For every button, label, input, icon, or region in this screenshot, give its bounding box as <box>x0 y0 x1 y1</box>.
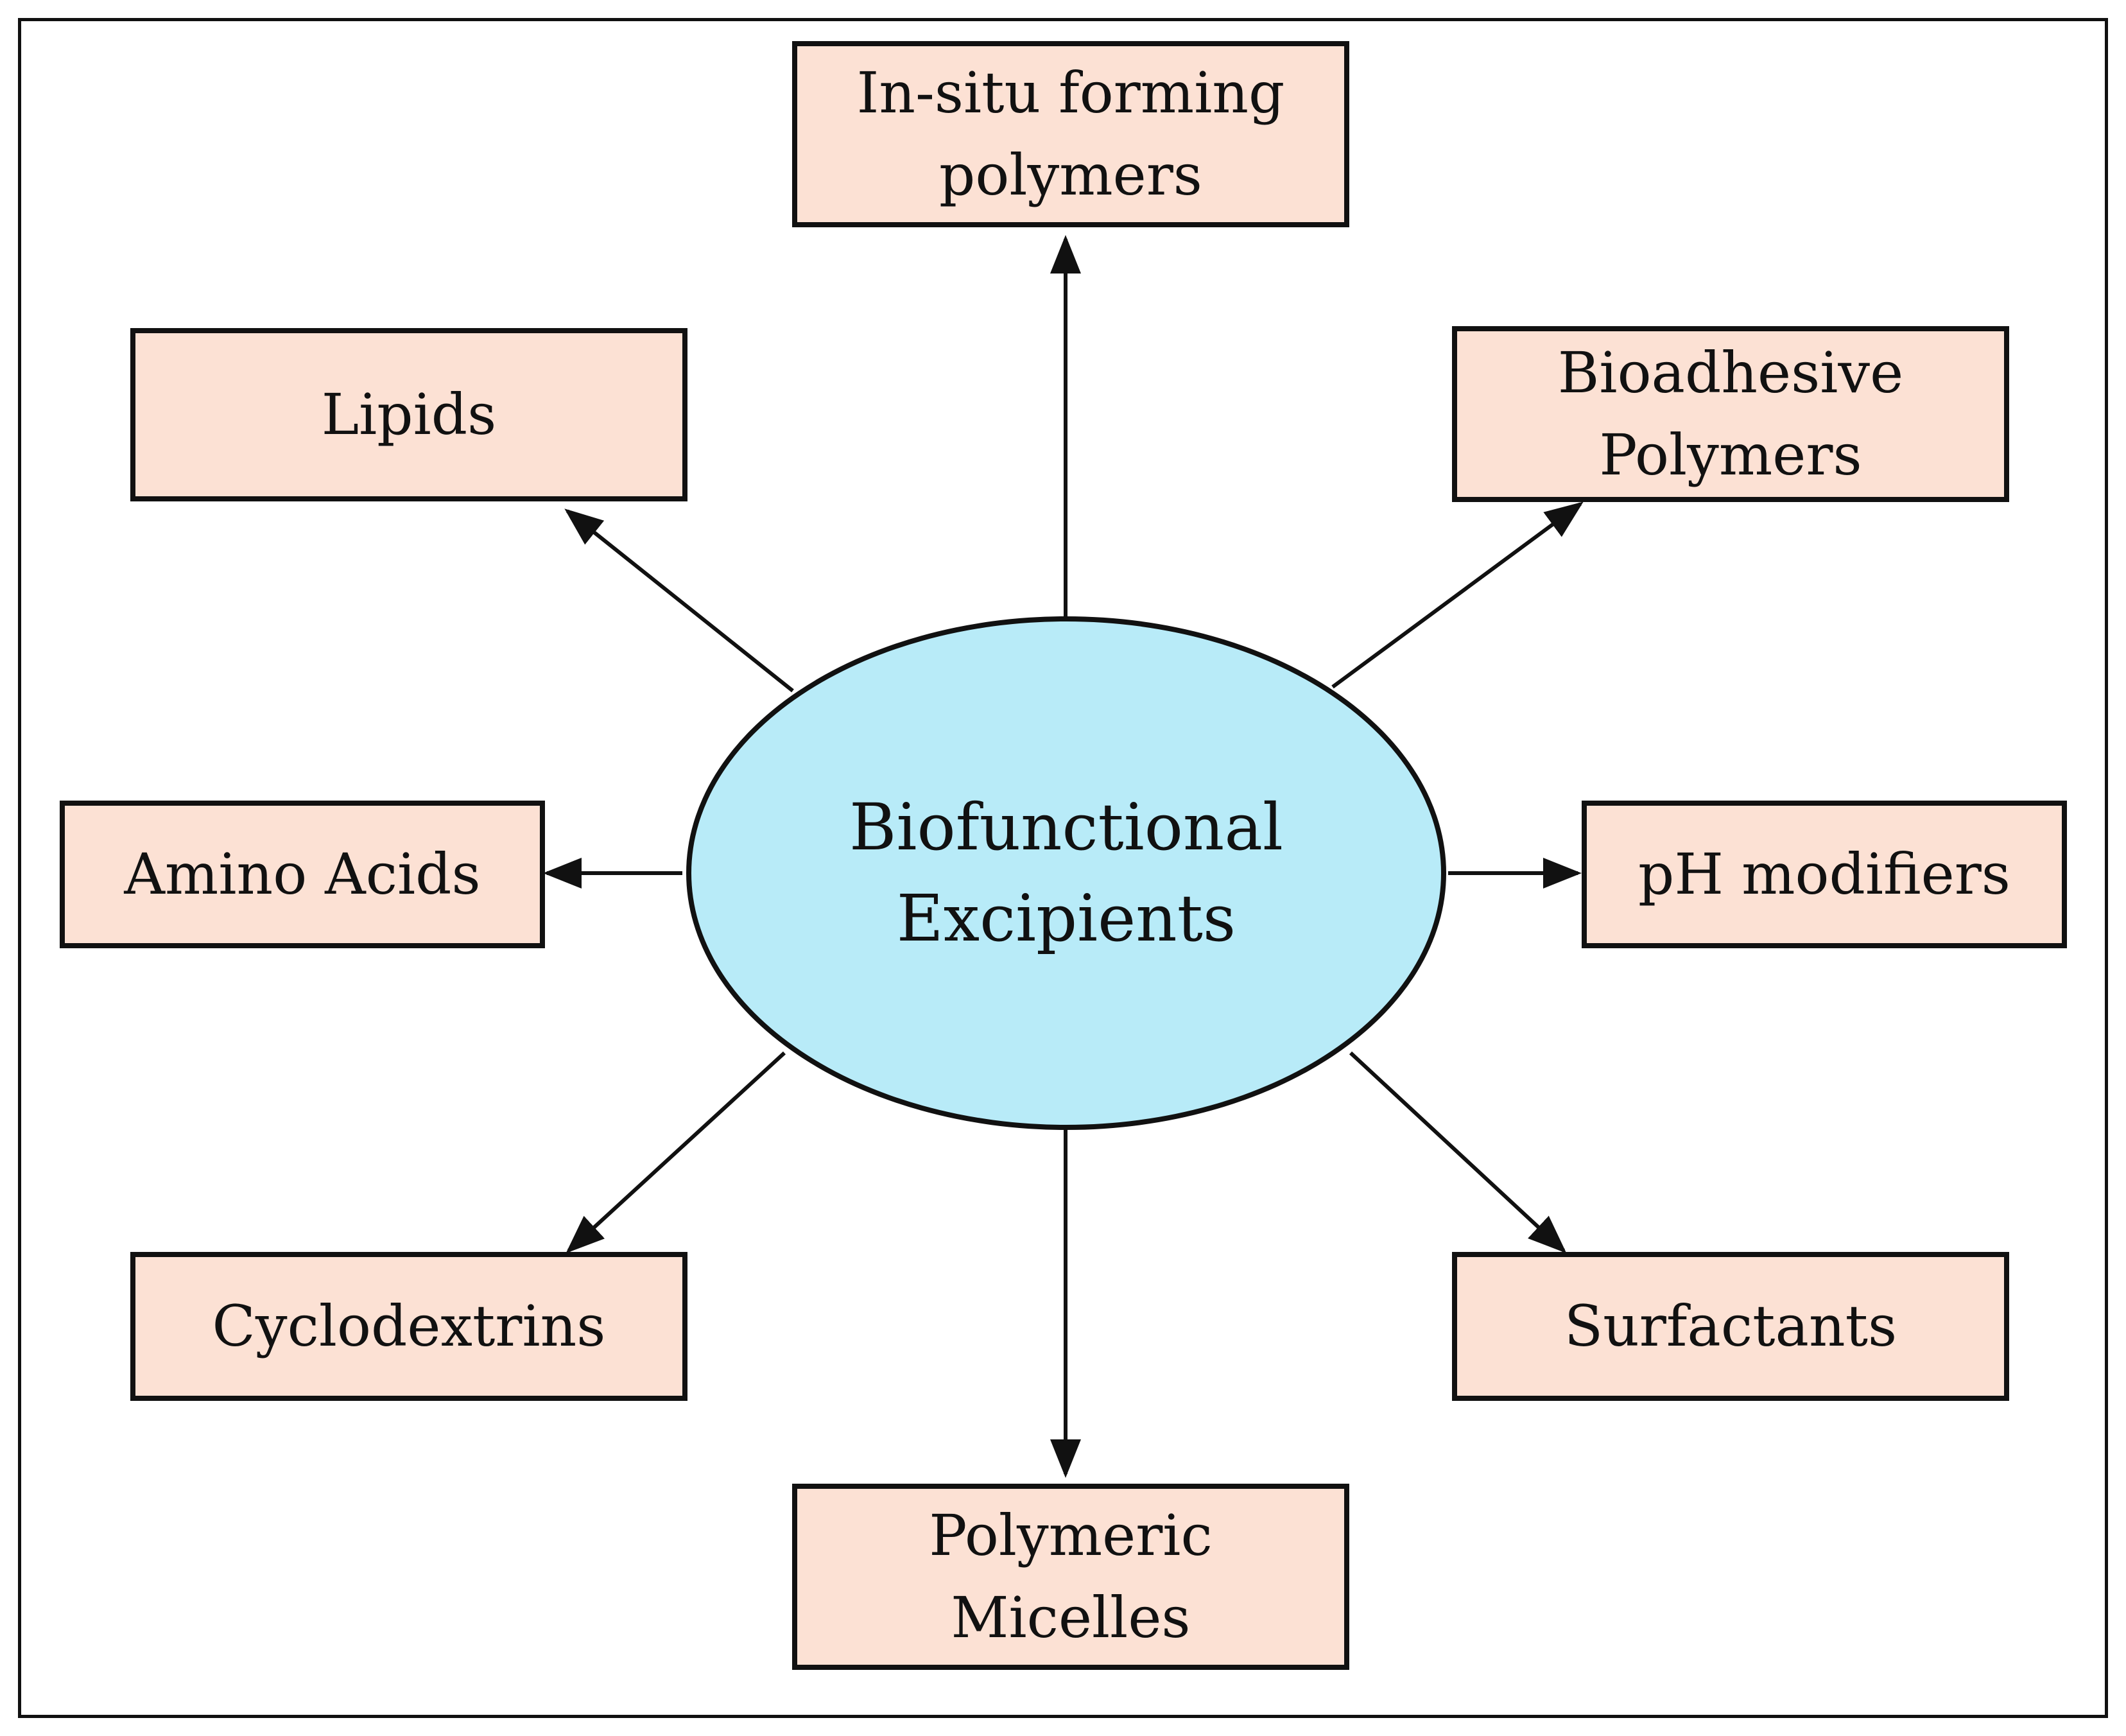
arrow-to-lipids <box>564 508 794 693</box>
arrow-to-cyclodextrins <box>566 1051 786 1254</box>
node-label: Bioadhesive Polymers <box>1557 340 1904 488</box>
node-ph-modifiers: pH modifiers <box>1582 801 2067 948</box>
node-label: pH modifiers <box>1638 841 2010 907</box>
node-in-situ-forming-polymers: In-situ forming polymers <box>792 41 1349 227</box>
node-label: Surfactants <box>1564 1293 1897 1359</box>
node-label: Cyclodextrins <box>212 1293 606 1359</box>
node-label: Polymeric Micelles <box>929 1502 1213 1651</box>
center-label: Biofunctional Excipients <box>849 790 1283 956</box>
node-surfactants: Surfactants <box>1452 1252 2009 1401</box>
node-polymeric-micelles: Polymeric Micelles <box>792 1484 1349 1670</box>
node-lipids: Lipids <box>130 328 687 501</box>
node-label: In-situ forming polymers <box>856 60 1285 208</box>
node-label: Lipids <box>321 381 497 447</box>
node-label: Amino Acids <box>124 841 481 907</box>
node-cyclodextrins: Cyclodextrins <box>130 1252 687 1401</box>
arrow-to-bioadhesive <box>1331 501 1584 689</box>
arrow-to-surfactants <box>1349 1051 1567 1254</box>
node-bioadhesive-polymers: Bioadhesive Polymers <box>1452 326 2009 502</box>
node-amino-acids: Amino Acids <box>60 801 545 948</box>
center-ellipse: Biofunctional Excipients <box>686 616 1446 1130</box>
